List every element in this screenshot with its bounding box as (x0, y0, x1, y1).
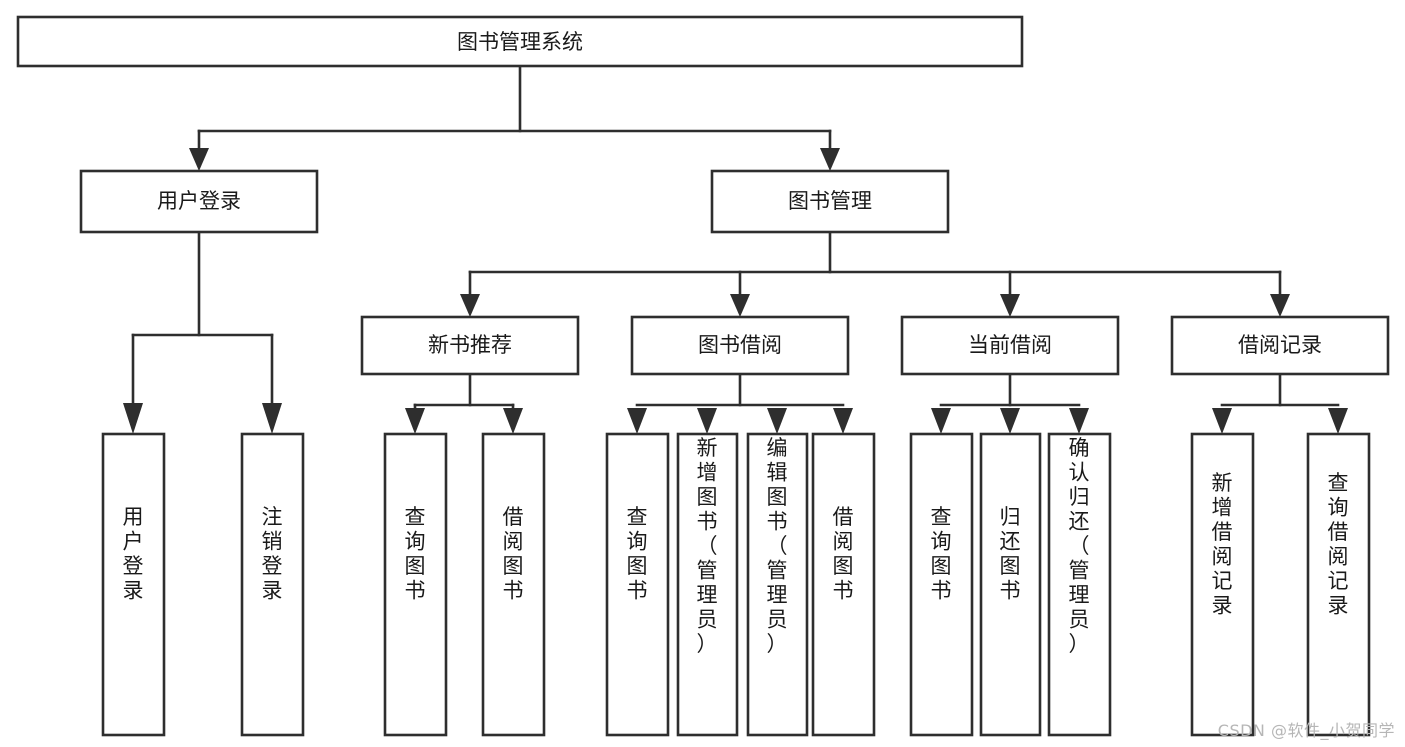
leaf-borrow-1[interactable]: 查询图书 (605, 432, 670, 737)
leaf-new-book-1-box[interactable] (383, 432, 448, 737)
node-root-box[interactable] (16, 15, 1024, 68)
arrow-borrow-leaf-3 (767, 408, 787, 434)
leaf-current-1[interactable]: 查询图书 (909, 432, 974, 737)
leaf-new-book-2-label: 借阅图书 (503, 505, 524, 603)
arrow-user-login-leaf-2 (262, 403, 282, 434)
leaf-borrow-3-box[interactable] (746, 432, 809, 737)
leaf-borrow-3[interactable]: 编辑图书（管理员） (746, 432, 809, 737)
arrow-nb-leaf-1 (405, 408, 425, 434)
leaf-current-1-box[interactable] (909, 432, 974, 737)
leaf-user-login-1-label: 用户登录 (123, 505, 144, 603)
leaf-user-login-2-box[interactable] (240, 432, 305, 737)
leaf-user-login-2-label: 注销登录 (262, 505, 283, 603)
leaf-borrow-4[interactable]: 借阅图书 (811, 432, 876, 737)
node-user-login-box[interactable] (79, 169, 319, 234)
leaf-borrow-1-box[interactable] (605, 432, 670, 737)
leaf-borrow-4-label: 借阅图书 (833, 505, 854, 603)
arrow-bm-to-records (1270, 294, 1290, 317)
node-new-book-recommend-label: 新书推荐 (428, 333, 512, 357)
leaf-current-3[interactable]: 确认归还（管理员） (1047, 432, 1112, 737)
arrow-records-leaf-1 (1212, 408, 1232, 434)
node-current-borrow[interactable]: 当前借阅 (900, 315, 1120, 376)
leaf-current-2[interactable]: 归还图书 (979, 432, 1042, 737)
leaf-records-2-box[interactable] (1306, 432, 1371, 737)
node-current-borrow-box[interactable] (900, 315, 1120, 376)
leaf-current-3-box[interactable] (1047, 432, 1112, 737)
leaf-new-book-2-box[interactable] (481, 432, 546, 737)
leaf-current-3-label: 确认归还（管理员） (1069, 436, 1090, 656)
node-user-login-label: 用户登录 (157, 189, 241, 213)
leaf-records-1[interactable]: 新增借阅记录 (1190, 432, 1255, 737)
arrow-borrow-leaf-1 (627, 408, 647, 434)
node-book-management-box[interactable] (710, 169, 950, 234)
arrow-records-leaf-2 (1328, 408, 1348, 434)
node-borrow-records[interactable]: 借阅记录 (1170, 315, 1390, 376)
node-book-management-label: 图书管理 (788, 189, 872, 213)
node-book-management[interactable]: 图书管理 (710, 169, 950, 234)
leaf-current-1-label: 查询图书 (931, 505, 952, 603)
leaf-current-2-box[interactable] (979, 432, 1042, 737)
arrow-current-leaf-2 (1000, 408, 1020, 434)
leaf-new-book-2[interactable]: 借阅图书 (481, 432, 546, 737)
leaf-current-2-label: 归还图书 (1000, 505, 1021, 603)
arrow-bm-to-new-book (460, 294, 480, 317)
leaf-user-login-1[interactable]: 用户登录 (101, 432, 166, 737)
leaf-borrow-2-label: 新增图书（管理员） (697, 436, 718, 656)
node-root-label: 图书管理系统 (457, 30, 583, 54)
arrow-bm-to-borrow (730, 294, 750, 317)
node-book-borrow[interactable]: 图书借阅 (630, 315, 850, 376)
leaf-new-book-1-label: 查询图书 (405, 505, 426, 603)
leaf-borrow-2[interactable]: 新增图书（管理员） (676, 432, 739, 737)
node-user-login[interactable]: 用户登录 (79, 169, 319, 234)
arrow-root-to-user-login (189, 148, 209, 171)
node-new-book-recommend[interactable]: 新书推荐 (360, 315, 580, 376)
connector-layer (123, 64, 1348, 434)
node-book-borrow-label: 图书借阅 (698, 333, 782, 357)
node-root[interactable]: 图书管理系统 (16, 15, 1024, 68)
arrow-current-leaf-1 (931, 408, 951, 434)
arrow-borrow-leaf-2 (697, 408, 717, 434)
leaf-borrow-1-label: 查询图书 (627, 505, 648, 603)
leaf-borrow-4-box[interactable] (811, 432, 876, 737)
leaf-records-1-box[interactable] (1190, 432, 1255, 737)
node-new-book-recommend-box[interactable] (360, 315, 580, 376)
arrow-current-leaf-3 (1069, 408, 1089, 434)
leaf-records-1-label: 新增借阅记录 (1212, 471, 1233, 618)
leaf-user-login-2[interactable]: 注销登录 (240, 432, 305, 737)
arrow-bm-to-current (1000, 294, 1020, 317)
leaf-new-book-1[interactable]: 查询图书 (383, 432, 448, 737)
leaf-records-2[interactable]: 查询借阅记录 (1306, 432, 1371, 737)
node-current-borrow-label: 当前借阅 (968, 333, 1052, 357)
node-borrow-records-box[interactable] (1170, 315, 1390, 376)
leaf-borrow-3-label: 编辑图书（管理员） (767, 436, 788, 656)
arrow-user-login-leaf-1 (123, 403, 143, 434)
arrow-nb-leaf-2 (503, 408, 523, 434)
node-book-borrow-box[interactable] (630, 315, 850, 376)
leaf-user-login-1-box[interactable] (101, 432, 166, 737)
leaf-records-2-label: 查询借阅记录 (1328, 471, 1349, 618)
arrow-borrow-leaf-4 (833, 408, 853, 434)
leaf-borrow-2-box[interactable] (676, 432, 739, 737)
arrow-root-to-book-mgmt (820, 148, 840, 171)
node-borrow-records-label: 借阅记录 (1238, 333, 1322, 357)
